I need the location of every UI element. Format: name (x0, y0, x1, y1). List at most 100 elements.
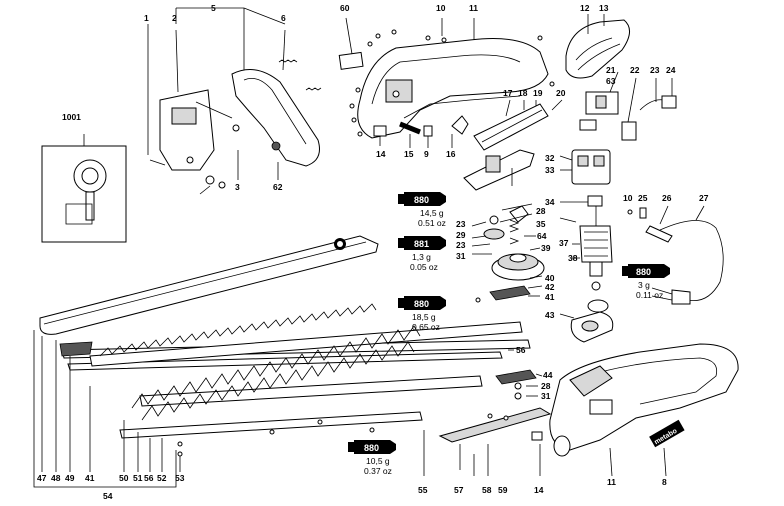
callout-23b: 23 (456, 219, 466, 229)
callout-55: 55 (418, 485, 428, 495)
callout-42: 42 (545, 282, 555, 292)
small-parts-row (373, 115, 469, 148)
callout-3: 3 (235, 182, 240, 192)
callout-62: 62 (273, 182, 283, 192)
power-cable (627, 205, 724, 305)
tube-ounces: 0.51 oz (418, 218, 446, 228)
callout-12: 12 (580, 3, 590, 13)
spring-right (305, 87, 322, 91)
callout-52: 52 (157, 473, 167, 483)
callout-labels: 1 2 5 6 60 10 11 12 13 1001 17 18 19 20 … (37, 3, 709, 501)
callout-49: 49 (65, 473, 75, 483)
callout-13: 13 (599, 3, 609, 13)
cover-cap (565, 14, 630, 79)
callout-28: 28 (536, 206, 546, 216)
tube-ounces: 0.37 oz (364, 466, 392, 476)
callout-31: 31 (456, 251, 466, 261)
gear-stack (475, 205, 545, 303)
callout-1: 1 (144, 13, 149, 23)
callout-9: 9 (424, 149, 429, 159)
callout-16: 16 (446, 149, 456, 159)
callout-64: 64 (537, 231, 547, 241)
callout-27: 27 (699, 193, 709, 203)
callout-37: 37 (559, 238, 569, 248)
label-plate (338, 51, 364, 70)
callout-20: 20 (556, 88, 566, 98)
cutter-blade-lower (119, 325, 483, 457)
hand-guard-assembly (147, 7, 322, 195)
grease-tube-2: 881 1,3 g 0.05 oz (398, 236, 446, 272)
callout-5: 5 (211, 3, 216, 13)
tube-weight: 10,5 g (366, 456, 390, 466)
callout-56b: 56 (144, 473, 154, 483)
guide-bracket (463, 149, 535, 191)
callout-11: 11 (469, 3, 478, 13)
callout-23c: 23 (456, 240, 466, 250)
callout-50: 50 (119, 473, 129, 483)
cable-connector (639, 78, 677, 111)
callout-29: 29 (456, 230, 466, 240)
metabo-logo: metabo (649, 419, 685, 448)
callout-43: 43 (545, 310, 555, 320)
inset-1001 (41, 134, 127, 243)
tube-weight: 3 g (638, 280, 650, 290)
callout-15: 15 (404, 149, 414, 159)
grease-tube-3: 880 18,5 g 0.65 oz (398, 296, 446, 332)
tube-label: 880 (636, 267, 651, 277)
callout-10b: 10 (623, 193, 633, 203)
bearing-holder (570, 299, 614, 343)
grease-tube-4: 880 3 g 0.11 oz (622, 264, 670, 300)
callout-48: 48 (51, 473, 61, 483)
callout-28b: 28 (541, 381, 551, 391)
callout-39: 39 (541, 243, 551, 253)
callout-63: 63 (606, 76, 616, 86)
grease-tube-5: 880 10,5 g 0.37 oz (348, 440, 396, 476)
callout-14: 14 (376, 149, 386, 159)
blade-guard-rail (39, 235, 379, 335)
tube-label: 880 (414, 195, 429, 205)
front-bow-handle (231, 69, 320, 167)
callout-60: 60 (340, 3, 350, 13)
callout-31b: 31 (541, 391, 551, 401)
tube-weight: 14,5 g (420, 208, 444, 218)
callout-40: 40 (545, 273, 555, 283)
callout-10: 10 (436, 3, 446, 13)
callout-2: 2 (172, 13, 177, 23)
tube-weight: 1,3 g (412, 252, 431, 262)
tube-ounces: 0.11 oz (636, 290, 663, 300)
callout-19: 19 (533, 88, 543, 98)
callout-47: 47 (37, 473, 47, 483)
callout-57: 57 (454, 485, 464, 495)
callout-54: 54 (103, 491, 113, 501)
handle-strip (473, 99, 563, 151)
tube-label: 880 (364, 443, 379, 453)
callout-21: 21 (606, 65, 616, 75)
switch-assembly (579, 71, 637, 141)
tube-ounces: 0.05 oz (410, 262, 438, 272)
callout-35: 35 (536, 219, 546, 229)
callout-25: 25 (638, 193, 648, 203)
tube-label: 881 (414, 239, 429, 249)
callout-11b: 11 (607, 477, 616, 487)
leader-lines (33, 201, 588, 488)
motor-housing-left (338, 17, 555, 139)
callout-23: 23 (650, 65, 660, 75)
armature (579, 195, 613, 291)
hand-guard-plate (159, 89, 215, 171)
callout-22: 22 (630, 65, 640, 75)
cutter-blade-upper (89, 303, 523, 367)
callout-1001: 1001 (62, 112, 81, 122)
tube-label: 880 (414, 299, 429, 309)
tube-ounces: 0.65 oz (412, 322, 440, 332)
callout-56: 56 (516, 345, 526, 355)
callout-17: 17 (503, 88, 513, 98)
callout-6: 6 (281, 13, 286, 23)
callout-41b: 41 (85, 473, 95, 483)
grease-tube-1: 880 14,5 g 0.51 oz (398, 192, 446, 228)
callout-33: 33 (545, 165, 555, 175)
callout-18: 18 (518, 88, 528, 98)
callout-24: 24 (666, 65, 676, 75)
callout-44: 44 (543, 370, 553, 380)
callout-51: 51 (133, 473, 143, 483)
